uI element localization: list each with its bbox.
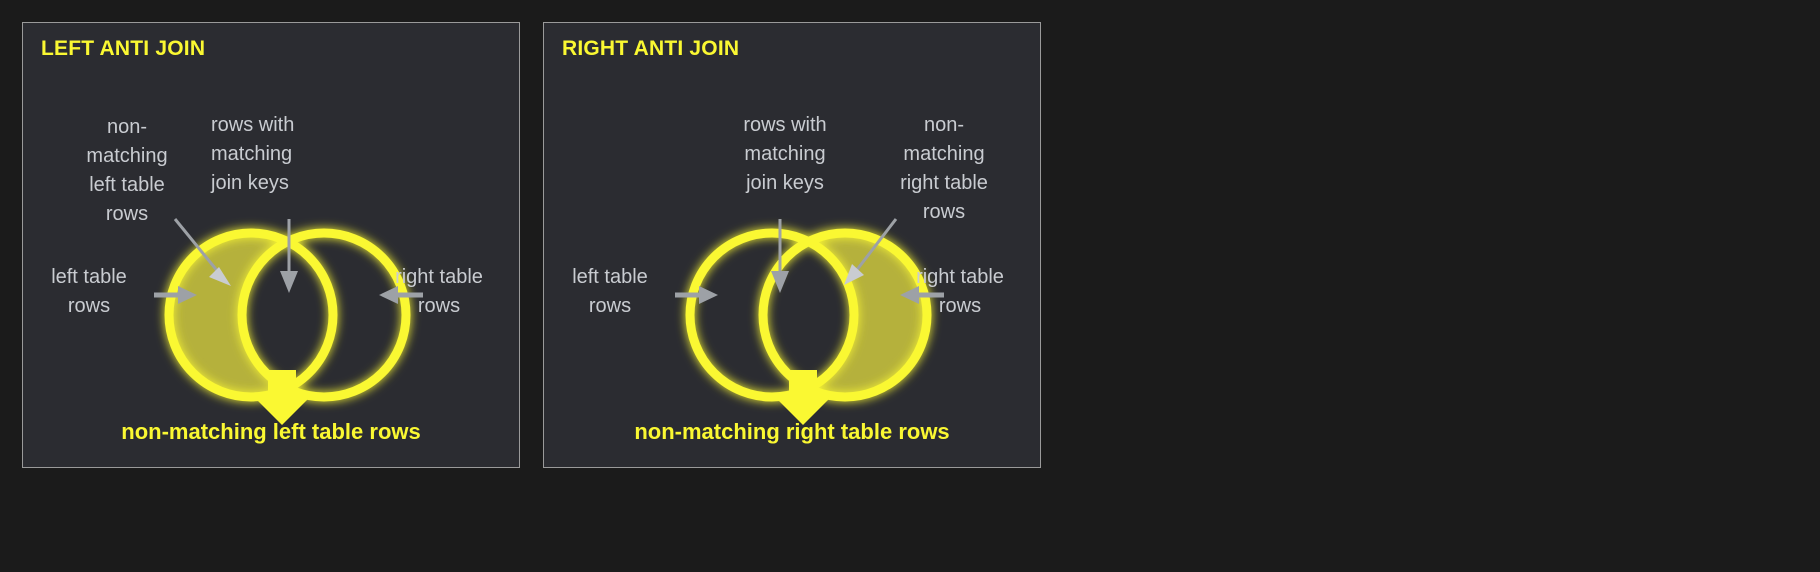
down-arrow-icon bbox=[773, 370, 833, 425]
down-arrow-icon bbox=[252, 370, 312, 425]
note-left-table-rows: left table rows bbox=[572, 266, 648, 317]
venn-diagram-right: rows with matching join keys non- matchi… bbox=[544, 23, 1042, 469]
leader-line-top-right bbox=[280, 219, 298, 293]
venn-svg bbox=[544, 23, 1042, 469]
venn-circle-right bbox=[237, 228, 411, 402]
venn-circle-left bbox=[164, 228, 338, 402]
leader-line-top-right bbox=[844, 218, 898, 285]
venn-diagram-left: non- matching left table rows rows with … bbox=[23, 23, 521, 469]
venn-circle-right bbox=[758, 228, 932, 402]
venn-circle-left bbox=[685, 228, 859, 402]
note-right-table-rows: right table rows bbox=[916, 266, 1004, 317]
note-top-left: rows with matching join keys bbox=[743, 114, 827, 194]
panel-caption: non-matching right table rows bbox=[634, 419, 950, 444]
leader-arrow-right-table bbox=[379, 286, 423, 304]
leader-arrow-left-table bbox=[675, 286, 718, 304]
panel-left-anti-join: LEFT ANTI JOIN bbox=[22, 22, 521, 469]
note-top-right: non- matching right table rows bbox=[900, 114, 988, 223]
venn-svg bbox=[23, 23, 521, 469]
note-top-right: rows with matching join keys bbox=[211, 114, 295, 194]
note-top-left: non- matching left table rows bbox=[86, 116, 168, 225]
leader-line-top-left bbox=[173, 218, 231, 286]
leader-arrow-right-table bbox=[900, 286, 944, 304]
panel-right-anti-join: RIGHT ANTI JOIN bbox=[543, 22, 1042, 469]
leader-line-top-left bbox=[771, 219, 789, 293]
note-left-table-rows: left table rows bbox=[51, 266, 127, 317]
panel-caption: non-matching left table rows bbox=[121, 419, 421, 444]
note-right-table-rows: right table rows bbox=[395, 266, 483, 317]
leader-arrow-left-table bbox=[154, 286, 197, 304]
